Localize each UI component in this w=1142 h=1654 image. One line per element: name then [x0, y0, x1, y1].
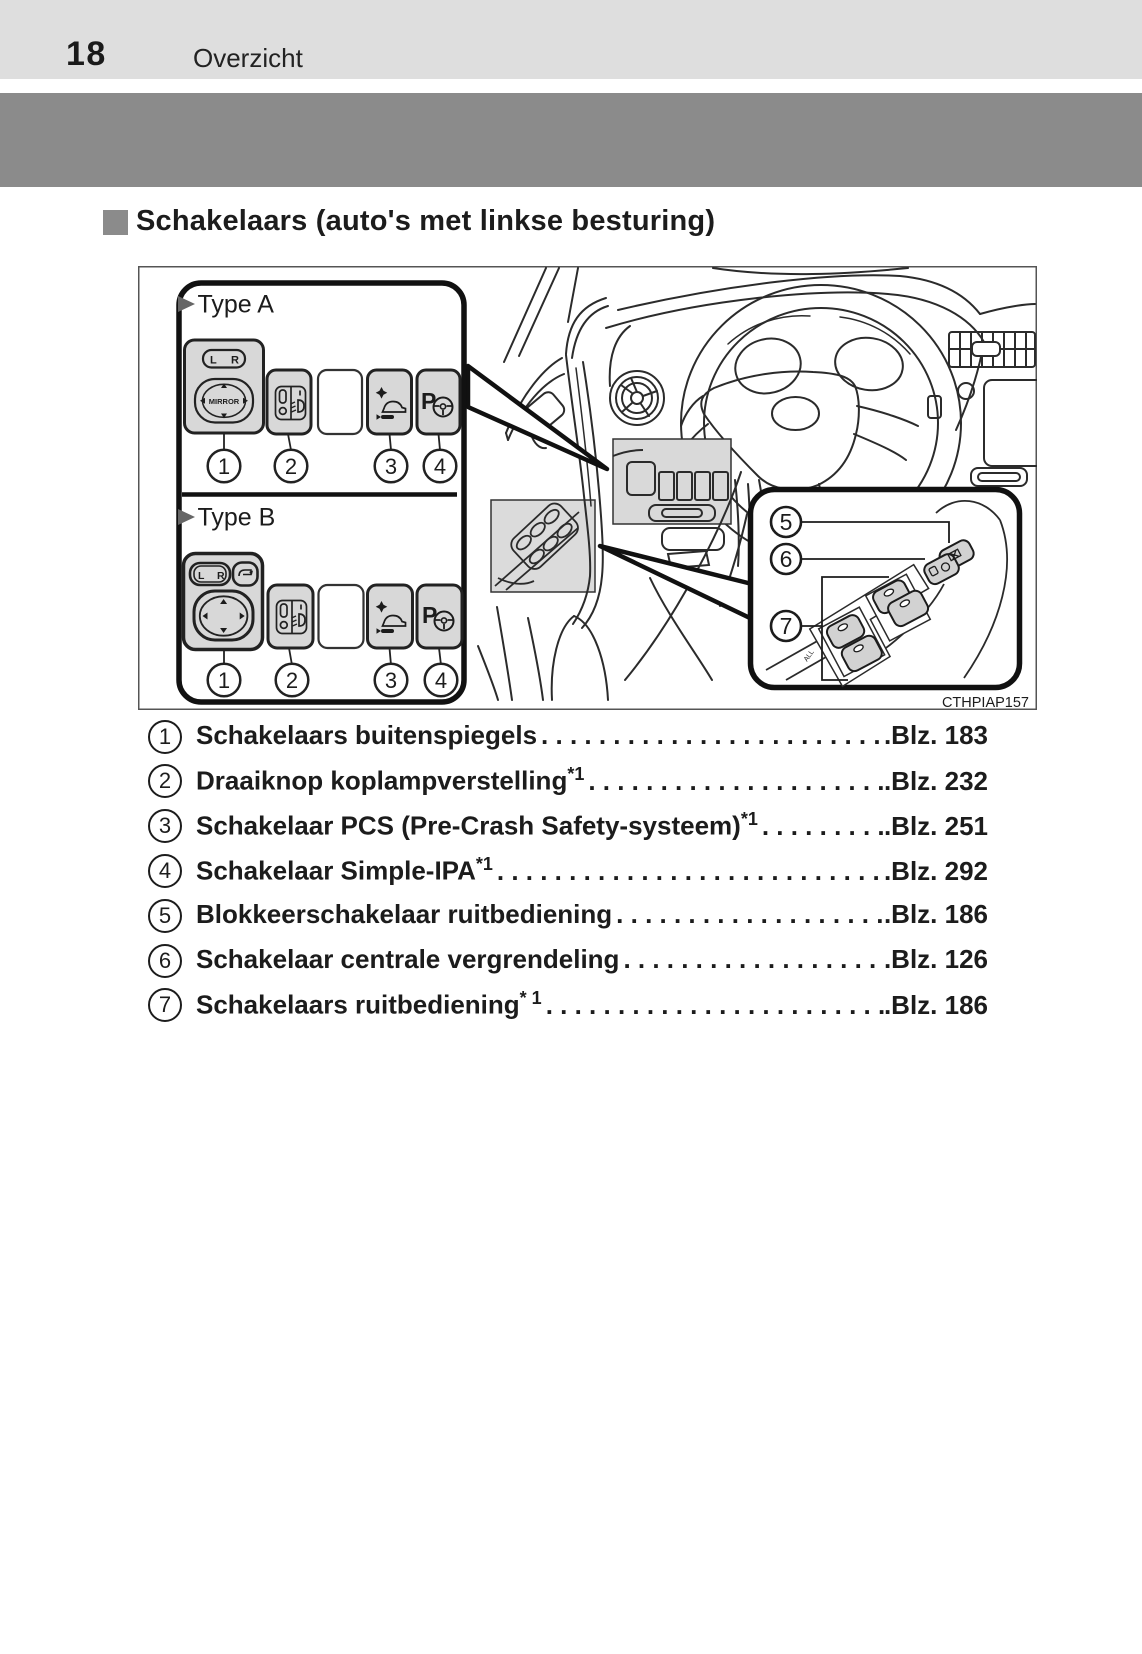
- svg-text:2: 2: [286, 668, 298, 693]
- svg-text:3: 3: [385, 668, 397, 693]
- svg-text:Type B: Type B: [198, 504, 276, 532]
- svg-text:2: 2: [285, 454, 297, 479]
- svg-text:P: P: [421, 388, 436, 414]
- svg-text:R: R: [217, 570, 225, 582]
- svg-text:Type A: Type A: [198, 291, 275, 319]
- svg-text:L: L: [210, 355, 217, 367]
- svg-text:1: 1: [218, 454, 230, 479]
- svg-text:3: 3: [385, 454, 397, 479]
- svg-text:CTHPIAP157: CTHPIAP157: [942, 695, 1029, 710]
- svg-text:7: 7: [780, 613, 793, 639]
- svg-text:MIRROR: MIRROR: [209, 397, 240, 406]
- svg-text:6: 6: [780, 546, 793, 572]
- svg-text:4: 4: [434, 454, 446, 479]
- svg-text:5: 5: [780, 509, 793, 535]
- svg-text:P: P: [422, 602, 437, 628]
- svg-text:4: 4: [435, 668, 447, 693]
- svg-text:1: 1: [218, 668, 230, 693]
- svg-text:R: R: [231, 355, 239, 367]
- svg-text:L: L: [198, 570, 205, 582]
